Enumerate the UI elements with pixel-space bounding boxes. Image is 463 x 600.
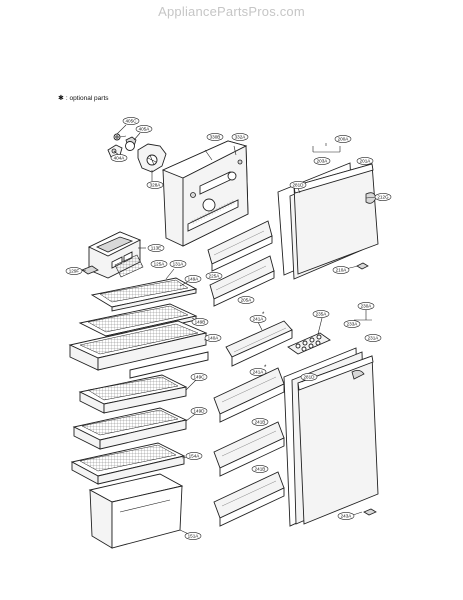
part-label: 230A: [357, 302, 375, 310]
svg-text:200A: 200A: [338, 137, 350, 142]
part-label: 140A: [204, 334, 222, 342]
svg-text:330B: 330B: [210, 135, 221, 140]
crisper-cover: [70, 442, 186, 485]
freezer-duct-panel: [161, 140, 249, 247]
part-label: 405A: [135, 125, 153, 133]
crisper-drawer: [88, 473, 184, 549]
svg-text:205A: 205A: [241, 298, 253, 303]
refrigerator-door-bin-1: [225, 320, 293, 367]
svg-text:113E: 113E: [151, 246, 161, 251]
part-label: 212G: [374, 193, 392, 201]
part-label: 241B: [251, 418, 269, 426]
optional-parts-legend: ✱ : optional parts: [58, 94, 109, 103]
part-label: 151A: [184, 532, 202, 540]
svg-text:201A: 201A: [360, 159, 372, 164]
part-label: 131A: [169, 260, 187, 268]
part-label: 405C: [122, 117, 140, 125]
optional-marker-icon: *: [262, 312, 265, 318]
part-label: 113E: [147, 244, 165, 252]
legend-text: : optional parts: [65, 94, 109, 102]
part-label: 149C: [190, 373, 208, 381]
asterisk-icon: ✱: [58, 95, 64, 102]
part-label: 210A: [332, 266, 350, 274]
svg-text:241A: 241A: [253, 317, 265, 322]
svg-text:140A: 140A: [208, 336, 220, 341]
egg-tray: [287, 332, 331, 355]
svg-text:231A: 231A: [368, 336, 380, 341]
part-label: 154A: [185, 452, 203, 460]
part-label: 205A: [237, 296, 255, 304]
svg-text:149C: 149C: [194, 375, 206, 380]
svg-text:210A: 210A: [336, 268, 348, 273]
svg-text:225A: 225A: [209, 274, 221, 279]
site-watermark: AppliancePartsPros.com: [158, 4, 305, 19]
part-label: 241B: [251, 465, 269, 473]
part-label: 149D: [190, 407, 208, 415]
svg-text:131A: 131A: [173, 262, 185, 267]
part-label: 243A: [337, 512, 355, 520]
refrigerator-door-bin-2: [213, 367, 285, 423]
svg-text:233A: 233A: [347, 322, 359, 327]
svg-text:405A: 405A: [139, 127, 151, 132]
svg-text:203A: 203A: [317, 159, 329, 164]
svg-text:129F: 129F: [69, 269, 80, 274]
part-label: 281D: [289, 181, 307, 189]
refrigerator-door: [283, 347, 379, 527]
svg-text:241B: 241B: [255, 420, 266, 425]
fan-motor-assembly: [107, 133, 167, 173]
svg-text:212G: 212G: [377, 195, 389, 200]
freezer-shelf: [90, 277, 198, 312]
part-label: 149B: [191, 318, 209, 326]
part-label: 225A: [205, 272, 223, 280]
svg-text:332A: 332A: [235, 135, 247, 140]
refrigerator-shelf-3: [78, 374, 188, 414]
part-label: 330B: [206, 133, 224, 141]
svg-text:149A: 149A: [188, 277, 200, 282]
part-label: 233A: [343, 320, 361, 328]
part-label: 129F: [65, 267, 83, 275]
part-label: 203A: [313, 157, 331, 165]
refrigerator-door-bin-4: [213, 471, 285, 527]
svg-text:149D: 149D: [194, 409, 206, 414]
refrigerator-shelf-2: [68, 320, 209, 379]
part-label: 281D: [300, 373, 318, 381]
part-label: 241A: [249, 368, 267, 376]
part-label: 200A: [334, 135, 352, 143]
svg-text:235A: 235A: [316, 312, 328, 317]
svg-text:149B: 149B: [195, 320, 206, 325]
svg-text:241A: 241A: [253, 370, 265, 375]
svg-text:281D: 281D: [293, 183, 305, 188]
optional-marker-icon: *: [264, 365, 267, 371]
svg-text:241B: 241B: [255, 467, 266, 472]
part-label: 235A: [312, 310, 330, 318]
svg-text:281D: 281D: [304, 375, 316, 380]
svg-text:328A: 328A: [150, 183, 162, 188]
leader-lines: [79, 124, 377, 537]
svg-text:154A: 154A: [189, 454, 201, 459]
svg-text:151A: 151A: [188, 534, 200, 539]
svg-text:405C: 405C: [126, 119, 138, 124]
svg-text:125A: 125A: [154, 262, 166, 267]
part-label: 404A: [110, 154, 128, 162]
part-number-labels: 405C 405A 404A 328A 330B 332A 200A 203A …: [65, 117, 392, 540]
part-label: 149A: [184, 275, 202, 283]
svg-text:243A: 243A: [341, 514, 353, 519]
svg-text:230A: 230A: [361, 304, 373, 309]
part-label: 332A: [231, 133, 249, 141]
freezer-door: [277, 162, 379, 280]
svg-text:404A: 404A: [114, 156, 126, 161]
freezer-door-bins: [207, 220, 275, 307]
part-label: 328A: [146, 181, 164, 189]
part-label: 231A: [364, 334, 382, 342]
part-label: 201A: [356, 157, 374, 165]
part-label: 241A: [249, 315, 267, 323]
icemaker-assembly: [81, 231, 144, 279]
refrigerator-shelf-4: [72, 407, 188, 450]
part-label: 125A: [150, 260, 168, 268]
refrigerator-door-bin-3: [213, 421, 285, 477]
